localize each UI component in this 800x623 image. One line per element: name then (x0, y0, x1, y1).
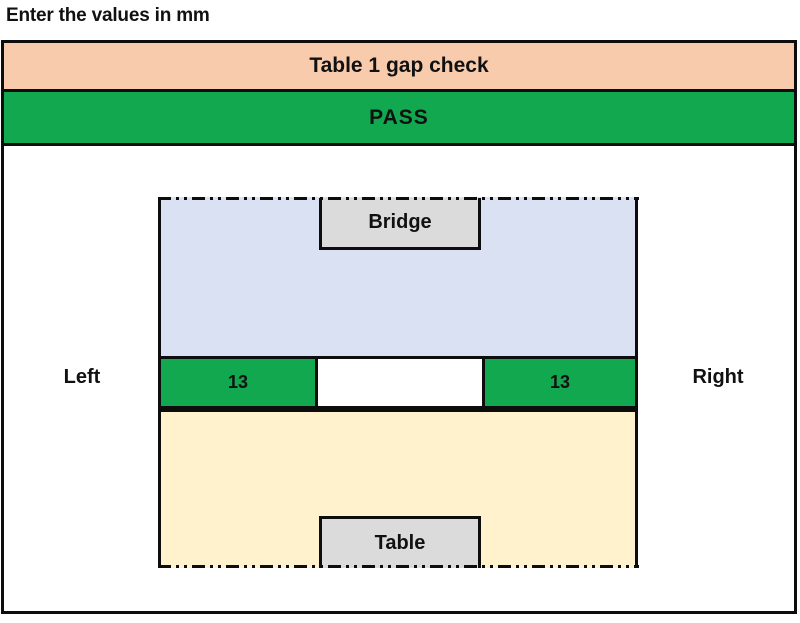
status-badge: PASS (369, 105, 429, 129)
left-side-label: Left (63, 366, 101, 388)
table-label-box: Table (319, 516, 481, 568)
table-label-text: Table (374, 532, 426, 554)
right-gap-input-cell[interactable]: 13 (482, 356, 638, 409)
panel-title: Table 1 gap check (309, 54, 489, 77)
gap-space (318, 356, 482, 409)
bridge-label-box: Bridge (319, 198, 481, 250)
right-side-label: Right (692, 366, 744, 388)
instruction-text: Enter the values in mm (6, 5, 210, 26)
left-gap-input-cell[interactable]: 13 (158, 356, 318, 409)
left-gap-value: 13 (227, 372, 249, 392)
bridge-label-text: Bridge (368, 211, 432, 233)
right-gap-value: 13 (549, 372, 571, 392)
panel-header: Table 1 gap check (4, 43, 794, 92)
status-bar: PASS (4, 92, 794, 146)
